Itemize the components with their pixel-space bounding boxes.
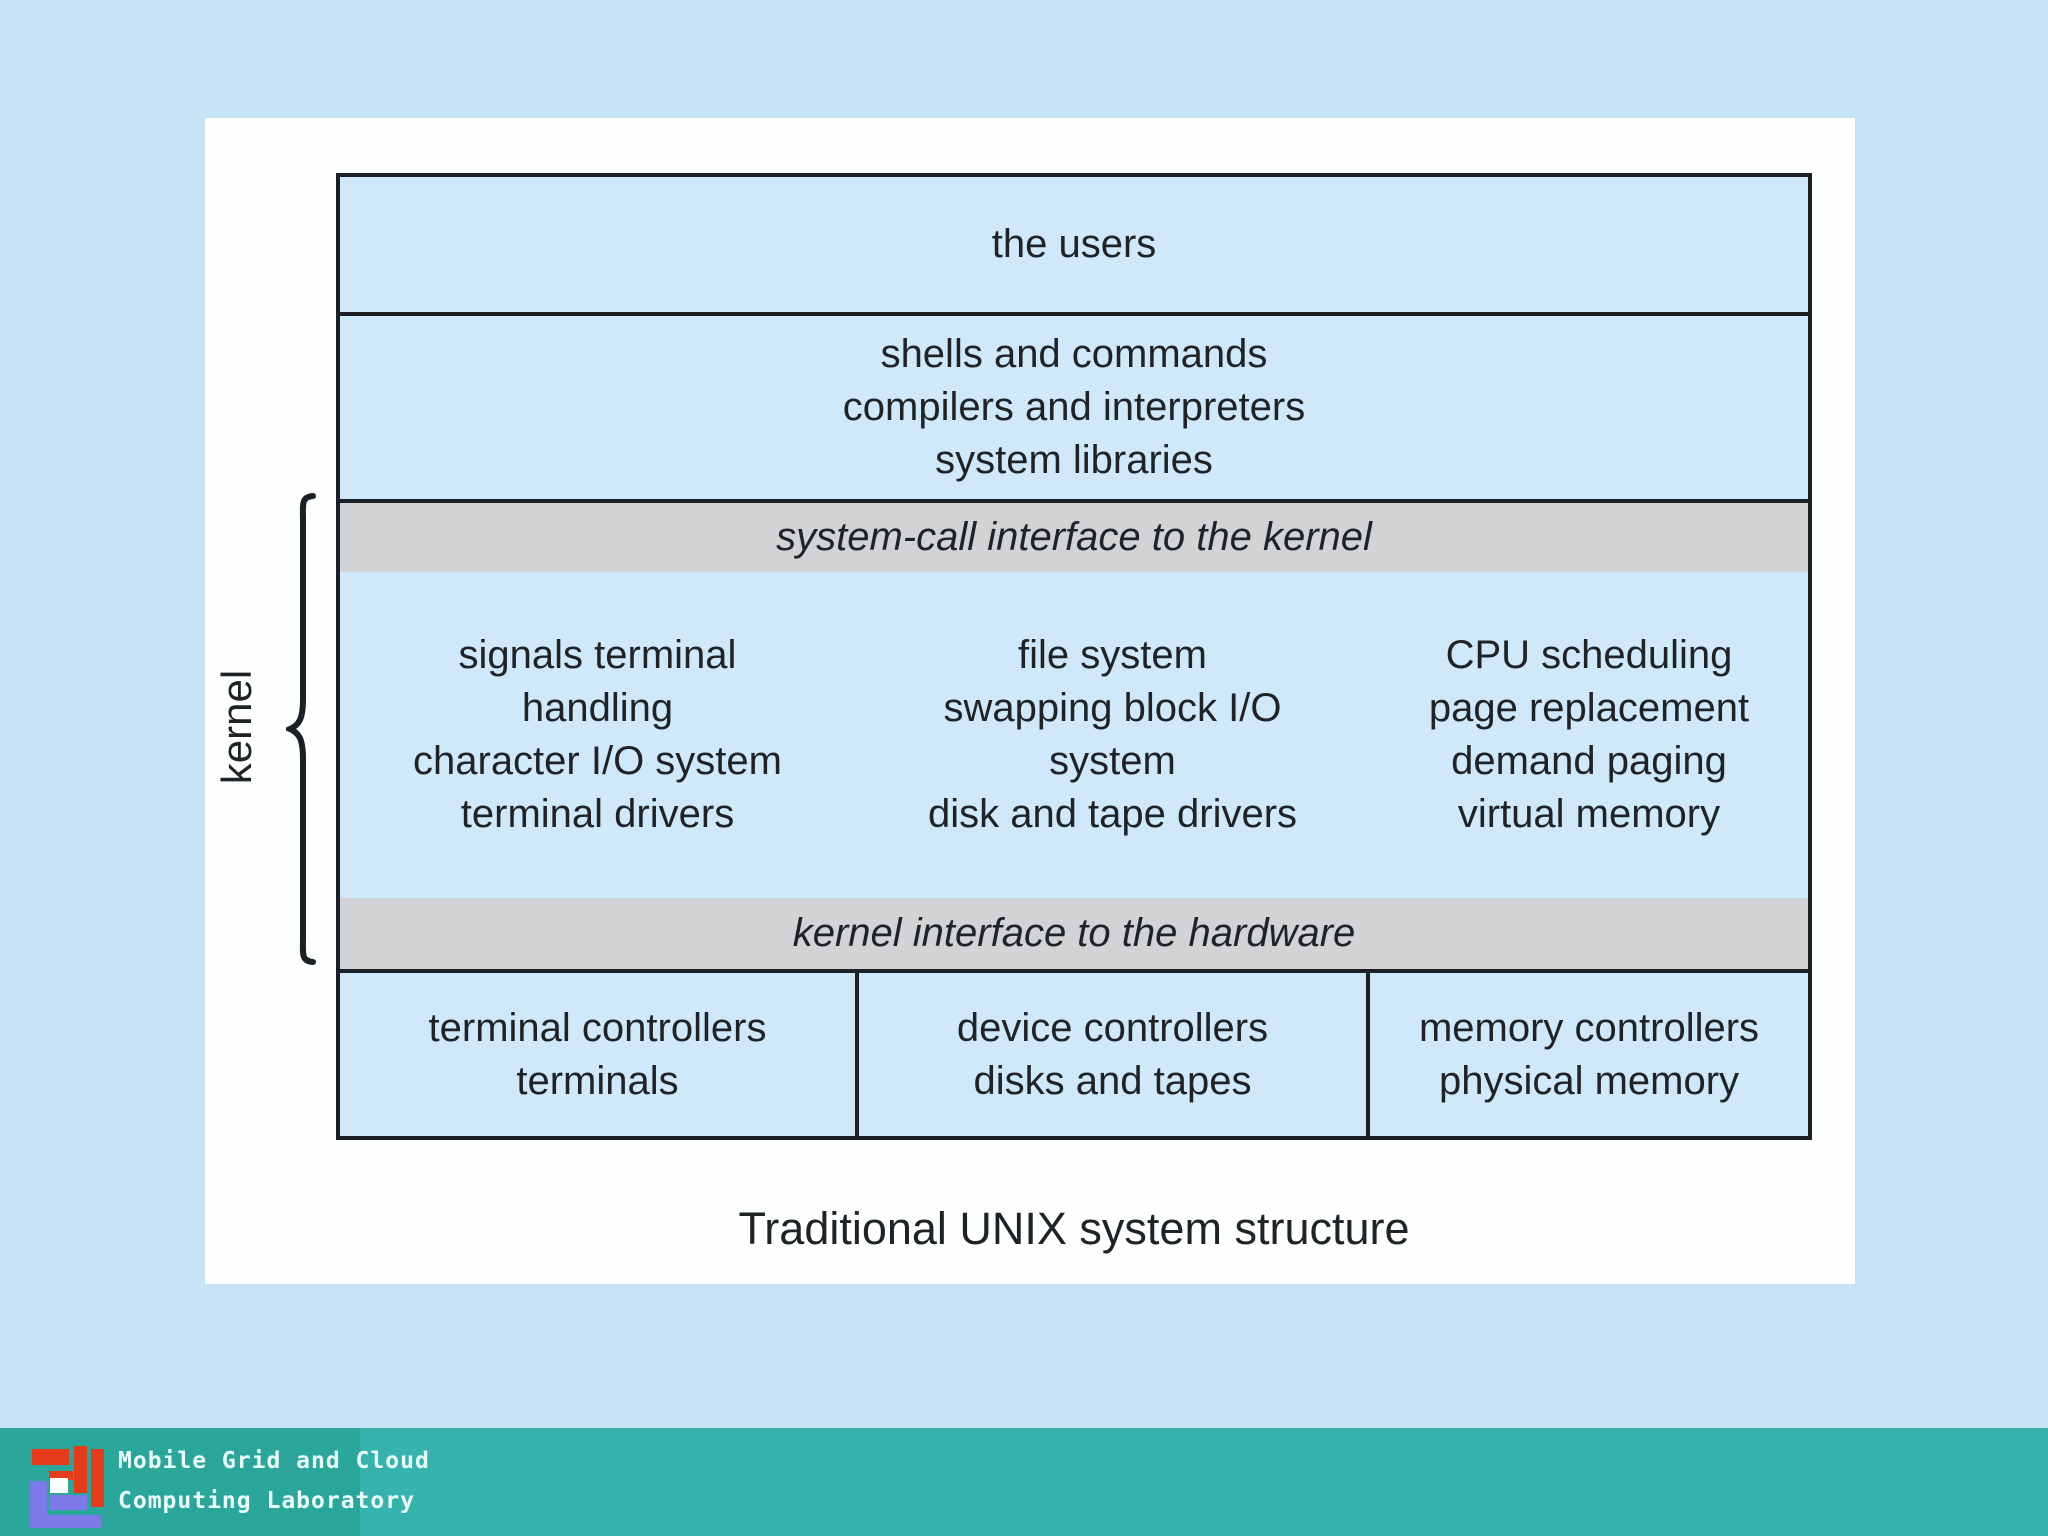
kernel-col2-line4: disk and tape drivers <box>927 792 1298 836</box>
kernel-col2-line3: system <box>1049 739 1176 783</box>
logo-block-red-small <box>49 1471 73 1480</box>
logo-block-red-top <box>32 1449 69 1465</box>
hw-cell2-line1: device controllers <box>956 1005 1269 1050</box>
kernel-col2-line2: swapping block I/O <box>943 686 1282 730</box>
hardware-interface-label: kernel interface to the hardware <box>792 911 1356 955</box>
hw-cell3-line1: memory controllers <box>1418 1005 1760 1050</box>
hw-cell2-line2: disks and tapes <box>973 1058 1252 1103</box>
hardware-layer: terminal controllers terminals device co… <box>340 973 1808 1136</box>
lab-name-line1: Mobile Grid and Cloud <box>118 1448 430 1474</box>
shells-line-2: compilers and interpreters <box>842 385 1306 429</box>
layer-shells: shells and commands compilers and interp… <box>340 316 1808 503</box>
footer-logo-block: Mobile Grid and Cloud Computing Laborato… <box>0 1428 429 1536</box>
logo-block-white-center <box>50 1478 68 1493</box>
lab-name: Mobile Grid and Cloud Computing Laborato… <box>118 1448 430 1514</box>
kernel-col1-line1: signals terminal <box>458 633 737 677</box>
shells-line-1: shells and commands <box>880 332 1268 376</box>
kernel-col2-line1: file system <box>1018 633 1207 677</box>
logo-block-red-vertical-2 <box>91 1449 104 1507</box>
logo-block-purple-left <box>30 1481 47 1523</box>
footer-bar: Mobile Grid and Cloud Computing Laborato… <box>0 1428 2048 1536</box>
kernel-col1-line2: handling <box>521 686 674 730</box>
unix-structure-diagram: the users shells and commands compilers … <box>336 173 1812 1140</box>
kernel-brace-icon <box>286 493 316 965</box>
hw-cell-terminals: terminal controllers terminals <box>340 973 855 1136</box>
hw-cell3-line2: physical memory <box>1438 1058 1740 1103</box>
diagram-caption: Traditional UNIX system structure <box>738 1203 1410 1254</box>
kernel-col-terminal: signals terminal handling character I/O … <box>340 572 855 898</box>
hw-cell1-line1: terminal controllers <box>428 1005 767 1050</box>
kernel-col-filesystem: file system swapping block I/O system di… <box>855 572 1370 898</box>
logo-block-purple-mid <box>50 1495 87 1510</box>
lab-name-line2: Computing Laboratory <box>118 1488 415 1514</box>
shells-line-3: system libraries <box>935 438 1213 482</box>
kernel-middle-section: signals terminal handling character I/O … <box>340 572 1808 898</box>
logo-block-purple-bottom <box>30 1515 101 1528</box>
layer-users-label: the users <box>991 222 1157 266</box>
kernel-col1-line3: character I/O system <box>413 739 782 783</box>
syscall-interface-label: system-call interface to the kernel <box>776 515 1372 559</box>
kernel-col3-line1: CPU scheduling <box>1445 633 1733 677</box>
kernel-col3-line3: demand paging <box>1451 739 1727 783</box>
kernel-col3-line4: virtual memory <box>1457 792 1721 836</box>
hw-cell1-line2: terminals <box>516 1058 679 1103</box>
kernel-col-cpu: CPU scheduling page replacement demand p… <box>1370 572 1808 898</box>
kernel-col3-line2: page replacement <box>1428 686 1750 730</box>
syscall-interface-band: system-call interface to the kernel <box>340 503 1808 572</box>
logo-block-red-vertical-1 <box>74 1446 87 1493</box>
hw-cell-memory: memory controllers physical memory <box>1370 973 1808 1136</box>
lab-logo-icon <box>30 1444 104 1528</box>
kernel-col1-line4: terminal drivers <box>460 792 735 836</box>
kernel-label: kernel <box>213 669 260 785</box>
hardware-interface-band: kernel interface to the hardware <box>340 898 1808 973</box>
layer-users: the users <box>340 177 1808 316</box>
hw-cell-disks: device controllers disks and tapes <box>855 973 1370 1136</box>
